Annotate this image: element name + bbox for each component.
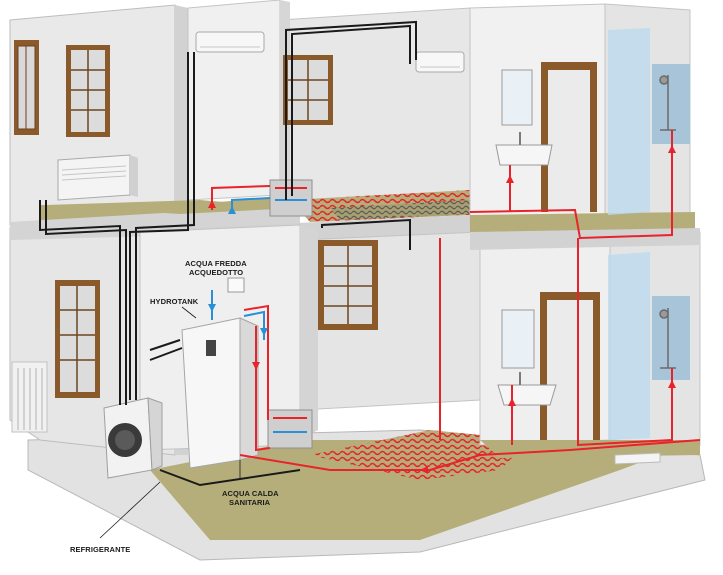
label-hydrotank: HYDROTANK (150, 297, 199, 306)
shower-icon (659, 75, 676, 131)
center-upper-wall (187, 0, 281, 201)
shower-glass-lower (608, 252, 650, 440)
flow-arrows-cold (208, 206, 268, 336)
shower-icon (659, 308, 676, 369)
window-icon (14, 40, 39, 135)
shower-tray-lower (614, 452, 661, 465)
window-icon (55, 280, 100, 398)
ground-floor-surface (150, 440, 700, 540)
mirror-upper (501, 69, 533, 126)
label-leaders (99, 306, 241, 539)
flow-arrows-hot (208, 145, 676, 474)
right-mid-edge (470, 228, 700, 250)
wall-controller (227, 277, 245, 293)
hot-water-pipes (211, 130, 701, 471)
railing-bars (17, 368, 43, 430)
door-icon (541, 62, 597, 212)
label-acqua-fredda-line2: ACQUEDOTTO (189, 268, 243, 277)
label-refrigerante: REFRIGERANTE (70, 545, 130, 554)
window-icon (318, 240, 378, 330)
shower-tiles-lower (652, 296, 690, 380)
center-lower-side (300, 225, 318, 440)
hydrotank-icon (181, 317, 259, 469)
door-icon (540, 292, 600, 440)
manifold-icon (267, 409, 313, 449)
label-acqua-fredda-line1: ACQUA FREDDA (185, 259, 247, 268)
air-conditioner-icon (195, 31, 265, 53)
label-acqua-calda-line1: ACQUA CALDA (222, 489, 279, 498)
heat-pump-outdoor-unit-icon (103, 397, 163, 479)
window-icon (283, 55, 333, 125)
lower-heated-floor (310, 430, 530, 480)
shower-glass-upper (608, 28, 650, 215)
air-conditioner-icon (415, 51, 465, 73)
upper-floor-loops (330, 200, 470, 220)
sink-icon (495, 132, 553, 166)
mirror-lower (501, 309, 535, 369)
refrigerant-pipes (39, 20, 417, 487)
floor-console-icon (57, 154, 138, 201)
label-acqua-calda-line2: SANITARIA (229, 498, 271, 507)
window-icon (66, 45, 110, 137)
